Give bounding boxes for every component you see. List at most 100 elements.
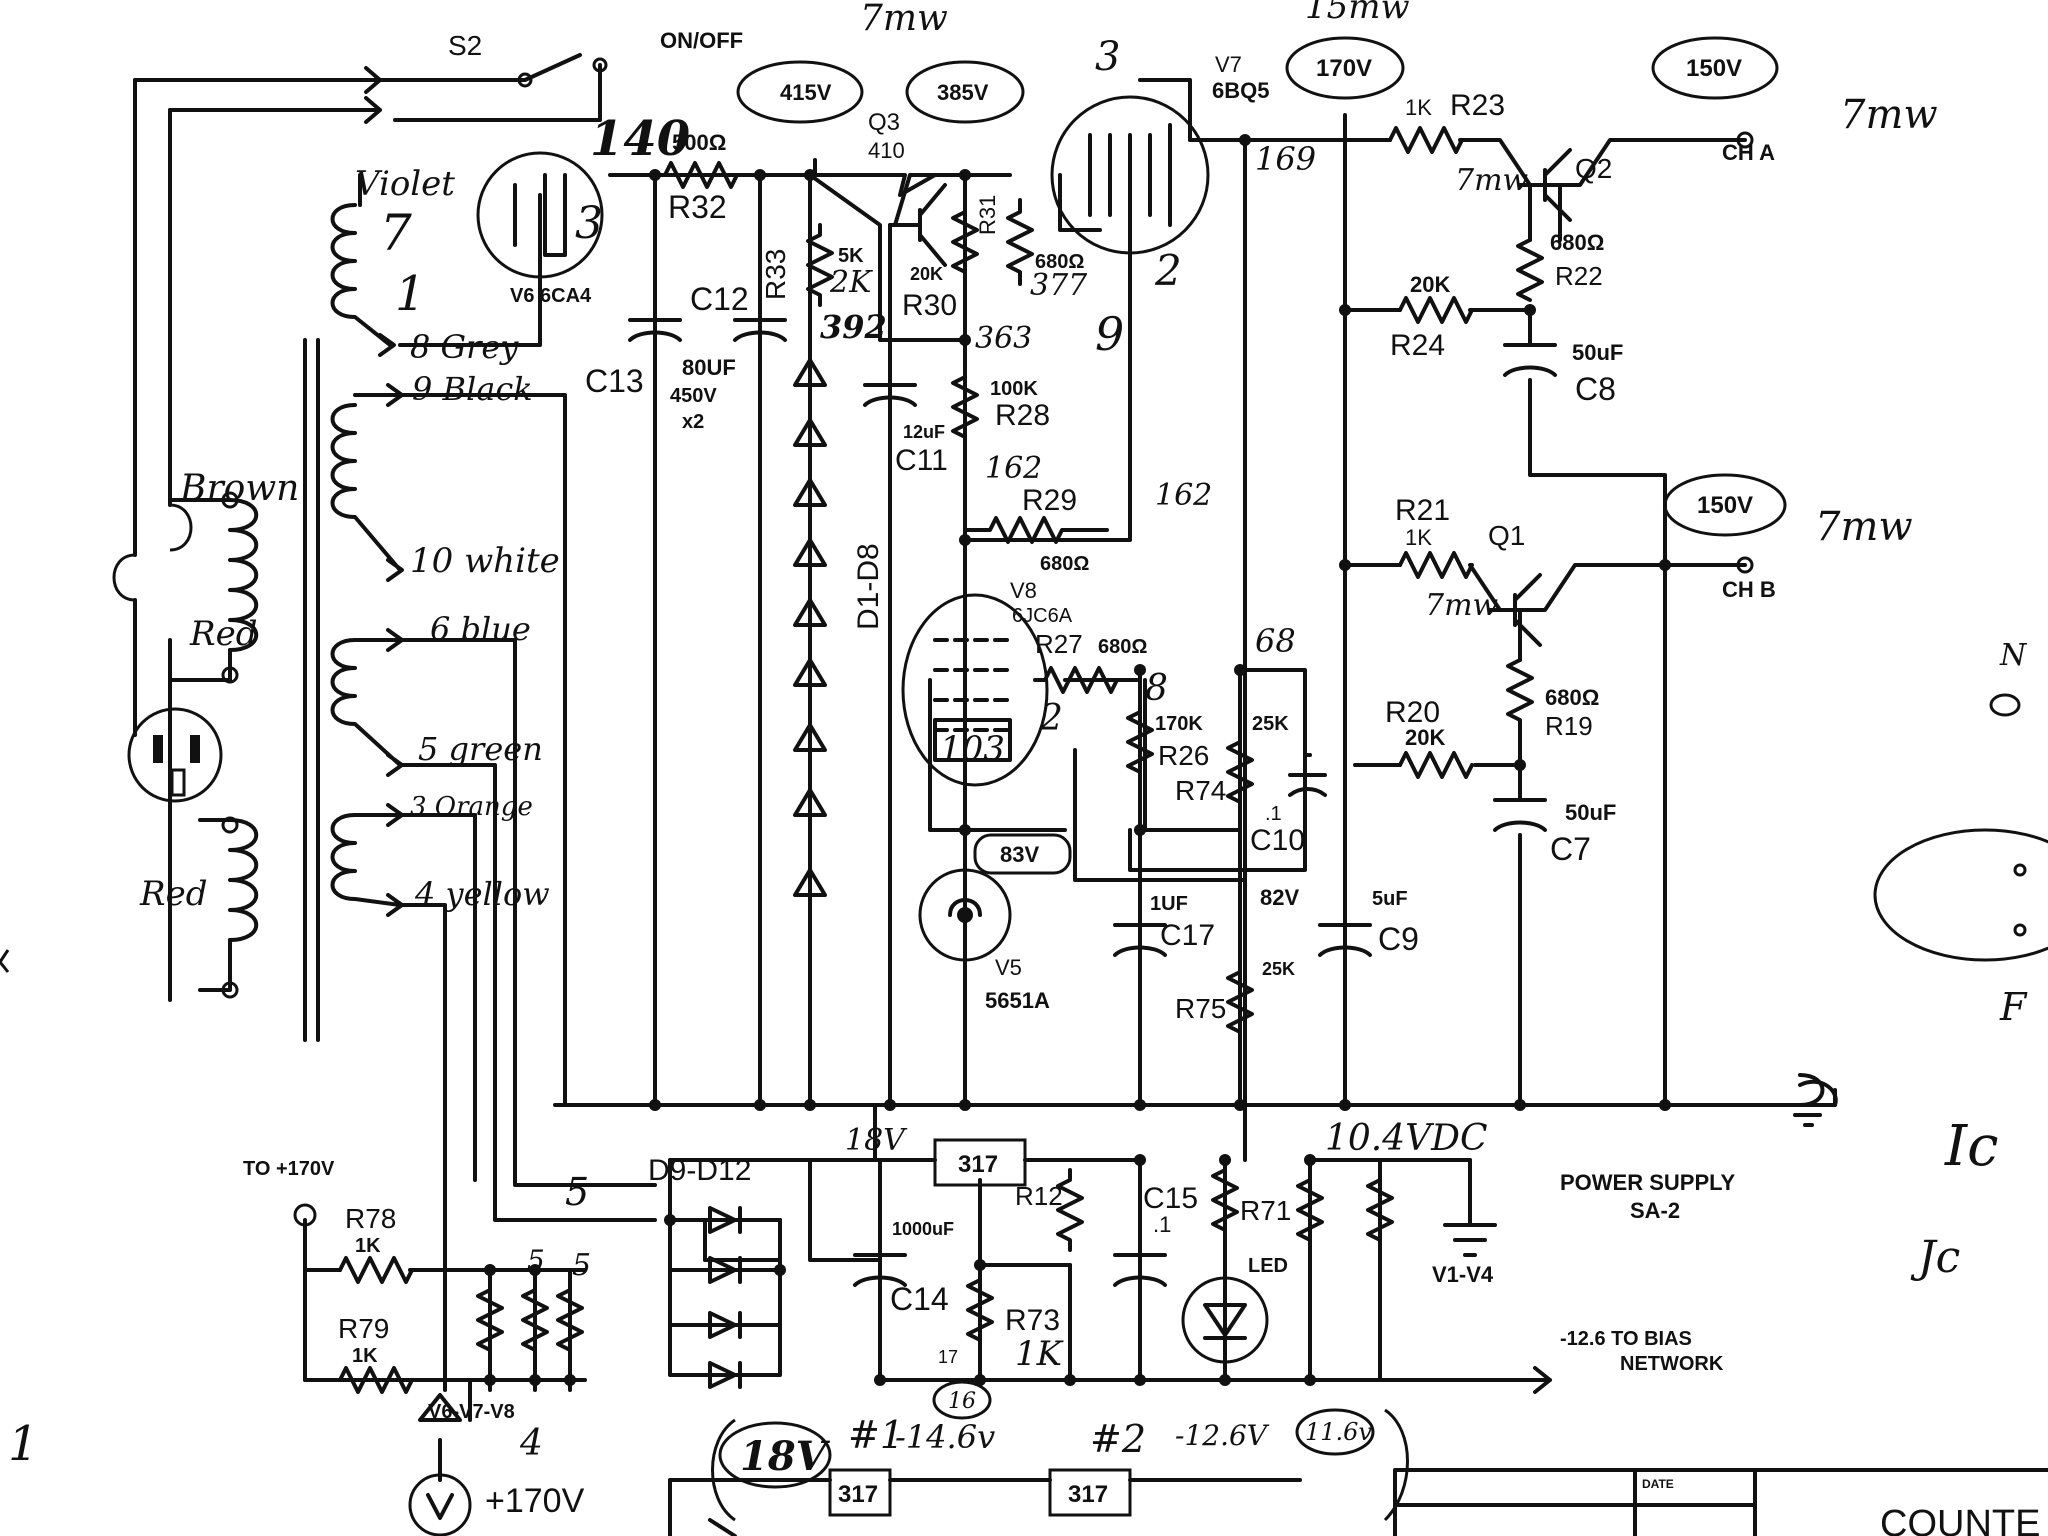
hw-7mw-1: 7mw bbox=[1840, 92, 1938, 138]
r79-symbol bbox=[338, 1366, 414, 1394]
power-supply-note-2: SA-2 bbox=[1630, 1198, 1680, 1223]
c8-value: 50uF bbox=[1572, 340, 1623, 365]
v6-label: V6 6CA4 bbox=[510, 285, 592, 307]
c12-symbol bbox=[733, 318, 787, 342]
hw-side-ic-2: Jc bbox=[1910, 1232, 1960, 1283]
c15-label: C15 bbox=[1143, 1182, 1198, 1215]
c11-symbol bbox=[863, 383, 917, 407]
r31-symbol bbox=[1006, 198, 1034, 286]
hw-2b: 2 bbox=[1039, 698, 1063, 739]
hw-orange: 3 Orange bbox=[410, 792, 533, 822]
r71-symbol bbox=[1211, 1168, 1239, 1257]
r74-label: R74 bbox=[1175, 775, 1226, 806]
hw-side-f: F bbox=[1999, 985, 2028, 1029]
led-label: LED bbox=[1248, 1255, 1288, 1277]
capacitor-symbols bbox=[628, 318, 1557, 1287]
bubble-83v: 83V bbox=[1000, 842, 1039, 867]
r27-symbol bbox=[1033, 666, 1129, 694]
q2-label: Q2 bbox=[1575, 153, 1612, 184]
hw-unit-2: #2 bbox=[1090, 1417, 1146, 1461]
r22-symbol bbox=[1516, 238, 1544, 302]
side-scribbles bbox=[0, 693, 2048, 973]
r29-value: 680Ω bbox=[1040, 553, 1089, 575]
c14-label: C14 bbox=[890, 1281, 949, 1317]
hw-7mw-3: 7mw bbox=[1455, 163, 1529, 198]
c7-symbol bbox=[1493, 798, 1547, 832]
bubble-415v: 415V bbox=[780, 80, 832, 105]
node-162-a: 162 bbox=[985, 451, 1042, 486]
r21-label: R21 bbox=[1395, 494, 1450, 527]
c8-label: C8 bbox=[1575, 371, 1616, 407]
bottom-resistor-b bbox=[521, 1288, 549, 1352]
r12-symbol bbox=[1056, 1168, 1084, 1252]
r22-label: R22 bbox=[1555, 261, 1603, 291]
hw-violet: Violet bbox=[355, 164, 455, 204]
hw-brown: Brown bbox=[179, 468, 299, 509]
hw-minus-14-6: -14.6v bbox=[895, 1418, 995, 1456]
v6-pin: 3 bbox=[575, 198, 603, 249]
c10-symbol bbox=[1288, 773, 1327, 797]
r75-label: R75 bbox=[1175, 993, 1226, 1024]
load-resistor-b bbox=[1366, 1178, 1394, 1242]
hw-black: 9 Black bbox=[412, 370, 533, 408]
r71-label: R71 bbox=[1240, 1195, 1291, 1226]
resistor-symbols bbox=[338, 126, 1544, 1394]
r24-value: 20K bbox=[1410, 272, 1450, 297]
r23-value: 1K bbox=[1405, 95, 1432, 120]
r20-symbol bbox=[1398, 751, 1474, 779]
bubble-385v: 385V bbox=[937, 80, 989, 105]
c15-symbol bbox=[1113, 1253, 1167, 1287]
r28-symbol bbox=[951, 363, 979, 451]
r32-value: 500Ω bbox=[672, 130, 726, 155]
v5-label: V5 bbox=[995, 955, 1022, 980]
r73-label: R73 bbox=[1005, 1304, 1060, 1337]
hw-9: 9 bbox=[1095, 307, 1124, 361]
c9-value: 5uF bbox=[1372, 888, 1408, 910]
bottom-resistor-c bbox=[556, 1288, 584, 1352]
r23-label: R23 bbox=[1450, 89, 1505, 122]
v1-v4-note: V1-V4 bbox=[1432, 1262, 1494, 1287]
r73-value: 1K bbox=[1015, 1334, 1065, 1374]
bubble-150v-b: 150V bbox=[1697, 492, 1753, 519]
r27-value: 680Ω bbox=[1098, 636, 1147, 658]
c11-label: C11 bbox=[895, 444, 948, 477]
q3-label: Q3 bbox=[868, 109, 900, 136]
hw-grey: 8 Grey bbox=[410, 328, 519, 366]
output-terminals bbox=[293, 131, 1754, 1227]
ch-b-label: CH B bbox=[1722, 577, 1776, 602]
bottom-resistor-a bbox=[476, 1288, 504, 1352]
hw-red-2: Red bbox=[139, 874, 208, 914]
voltmeter-symbol bbox=[408, 1393, 472, 1536]
r19-symbol bbox=[1506, 658, 1534, 744]
regulator-317-b-label: 317 bbox=[838, 1481, 878, 1508]
bias-note-1: -12.6 TO BIAS bbox=[1560, 1328, 1692, 1350]
r78-label: R78 bbox=[345, 1203, 396, 1234]
hw-minus-12-6: -12.6V bbox=[1175, 1419, 1270, 1452]
hw-blue: 6 blue bbox=[430, 610, 531, 648]
on-off-label: ON/OFF bbox=[660, 28, 743, 53]
bubble-18v: 18V bbox=[740, 1433, 831, 1480]
v6-v8-note: V6-V7-V8 bbox=[428, 1401, 515, 1423]
r32-label: R32 bbox=[668, 189, 727, 225]
hw-green: 5 green bbox=[418, 730, 543, 768]
hw-103: 103 bbox=[940, 729, 1005, 769]
node-17: 17 bbox=[938, 1347, 958, 1367]
r19-label: R19 bbox=[1545, 711, 1593, 741]
r30-label: R30 bbox=[902, 289, 957, 322]
bubble-170v: 170V bbox=[1316, 55, 1372, 82]
r20-label: R20 bbox=[1385, 696, 1440, 729]
hw-white: 10 white bbox=[410, 541, 560, 581]
hw-140: 140 bbox=[590, 111, 690, 167]
r26-label: R26 bbox=[1158, 740, 1209, 771]
hw-left-1: 1 bbox=[8, 1416, 39, 1472]
r74-symbol bbox=[1226, 728, 1254, 816]
r78-symbol bbox=[338, 1256, 414, 1284]
node-169: 169 bbox=[1255, 140, 1316, 178]
r23-symbol bbox=[1388, 126, 1464, 154]
c13-label: C13 bbox=[585, 363, 644, 399]
v5-type: 5651A bbox=[985, 988, 1050, 1013]
regulator-boxes bbox=[828, 1138, 1132, 1517]
title-block-title: COUNTE bbox=[1880, 1503, 2040, 1536]
hw-2a: 2 bbox=[1154, 246, 1182, 295]
